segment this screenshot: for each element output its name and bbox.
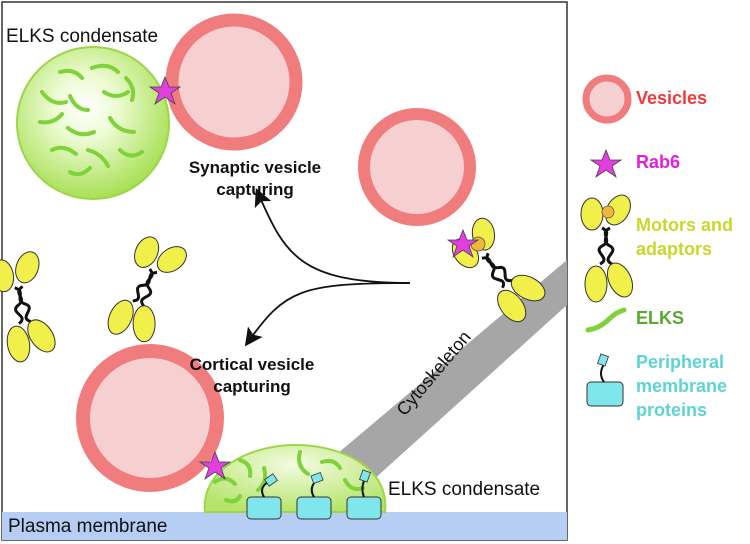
elks-strands-top [38,63,144,177]
elks-condensate-bottom [203,443,387,513]
elks-condensate-bottom-label: ELKS condensate [388,479,541,500]
vesicle-right [358,108,476,226]
vesicle-bottom [76,344,224,492]
synaptic-capture-line-1: Synaptic vesicle [188,158,322,177]
legend-motors-line-2: adaptors [636,239,713,259]
legend-proteins-line-2: membrane [636,376,728,396]
legend-motors-label: Motors and adaptors [636,213,733,261]
vesicle-icon [582,74,632,124]
rab6-star-top [148,75,182,106]
vesicle-top [165,13,303,151]
cortical-capture-line-1: Cortical vesicle [189,355,315,374]
legend-elks-label: ELKS [636,308,685,328]
cytoskeleton-filament [318,260,567,490]
cortical-capture-line-2: capturing [213,377,291,396]
arrow-synaptic [254,188,411,284]
membrane-proteins [246,469,382,520]
adaptor-ball [470,236,486,252]
plasma-membrane-label: Plasma membrane [8,516,168,537]
synaptic-capture-label: Synaptic vesicle capturing [170,157,340,201]
cortical-capture-label: Cortical vesicle capturing [172,354,332,398]
motor-adaptor-icon [579,189,640,304]
legend-motors-line-1: Motors and [636,215,733,235]
elks-condensate-top-label: ELKS condensate [6,26,159,47]
legend-rab6-label: Rab6 [636,152,681,172]
legend-vesicles-label: Vesicles [636,88,708,108]
plasma-membrane [2,512,567,540]
elks-icon [585,307,627,333]
rab6-star-bottom [198,450,232,481]
star-icon [589,148,623,179]
synaptic-capture-line-2: capturing [216,180,294,199]
legend-proteins-line-1: Peripheral [636,352,725,372]
legend-proteins-line-3: proteins [636,400,708,420]
arrow-cortical [244,282,411,347]
legend-proteins-label: Peripheral membrane proteins [636,350,727,422]
membrane-protein-icon [586,353,624,407]
rab6-star-right [446,228,480,259]
